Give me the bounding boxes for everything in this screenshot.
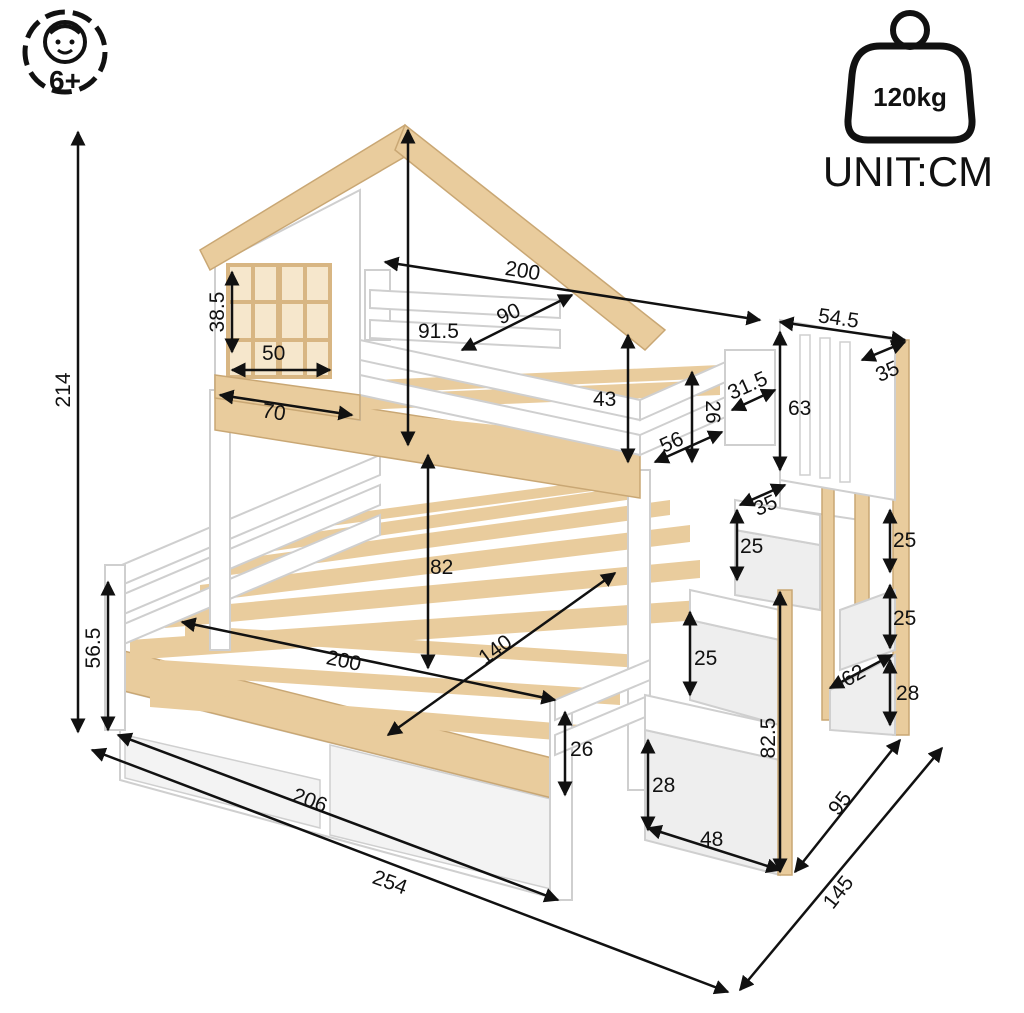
dimension-lines [70, 128, 943, 995]
dim-top-guard-26: 26 [701, 400, 724, 423]
dim-total-length: 254 [369, 866, 410, 900]
unit-label: UNIT:CM [823, 148, 993, 195]
dim-window-width: 50 [262, 342, 285, 365]
dim-stair-width-95: 95 [824, 787, 857, 820]
dim-top-inner: 91.5 [418, 320, 459, 343]
dim-overall-height: 214 [52, 372, 75, 407]
dim-front-guard: 26 [570, 738, 593, 761]
age-label: 6+ [49, 65, 81, 96]
dim-step-rise-3: 25 [893, 607, 916, 630]
child-face-icon [43, 20, 87, 64]
dim-top-rail-height: 43 [593, 388, 616, 411]
weight-label: 120kg [873, 82, 947, 112]
weight-badge: 120kg [844, 10, 976, 144]
dim-stair-bottom-48: 48 [700, 828, 723, 851]
dim-step-rise-2: 25 [893, 529, 916, 552]
dim-shelf-width: 70 [261, 399, 288, 425]
dim-top-bed-length: 200 [504, 257, 542, 285]
dim-window-height: 38.5 [206, 292, 229, 333]
dim-stair-bottom-28: 28 [652, 774, 675, 797]
dim-stair-base-28: 28 [896, 682, 919, 705]
age-badge: 6+ [22, 9, 108, 96]
dim-stair-height: 82.5 [757, 718, 780, 759]
dim-step-rise-1: 25 [740, 535, 763, 558]
dim-bottom-rail-height: 56.5 [82, 628, 105, 669]
weight-icon [844, 10, 976, 144]
dim-clearance: 82 [430, 556, 453, 579]
dim-step-rise-4: 25 [694, 647, 717, 670]
bed-drawing [104, 123, 910, 902]
dim-stair-top-width: 54.5 [817, 304, 861, 332]
dim-total-width: 145 [819, 872, 859, 914]
staircase [644, 318, 910, 877]
dim-stair-guard-height: 63 [788, 397, 811, 420]
dim-bottom-bed-width: 140 [474, 630, 516, 669]
